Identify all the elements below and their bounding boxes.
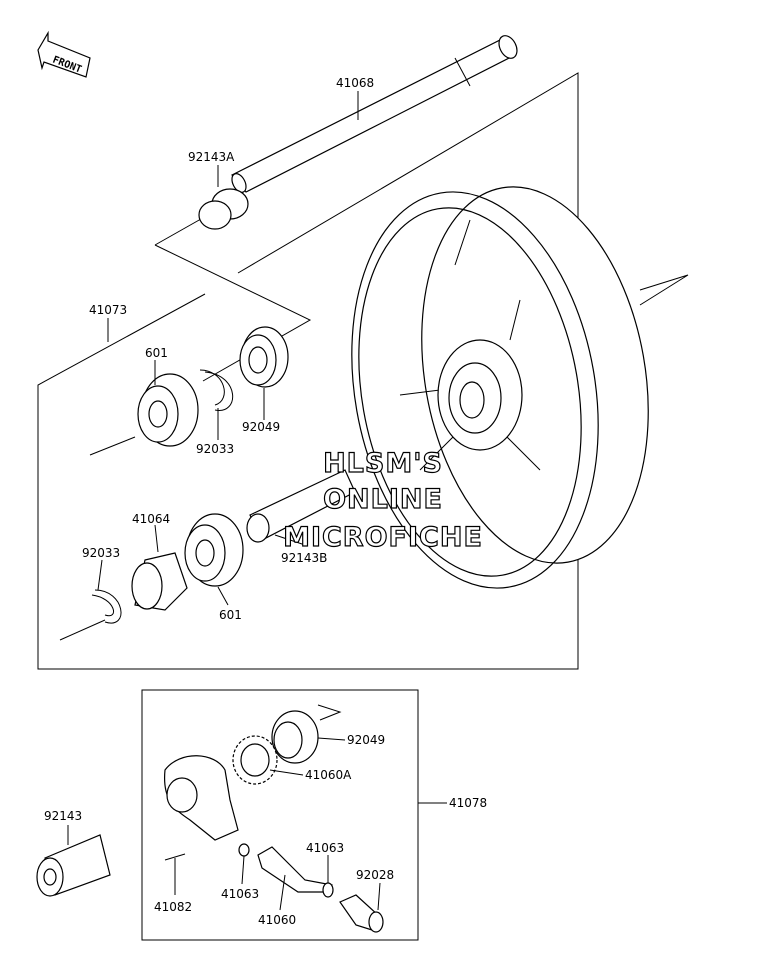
wheel-rim-part	[351, 186, 649, 589]
axle-part	[231, 35, 518, 193]
circlip-right-part	[91, 589, 122, 624]
wheel-assembly-outline	[37, 72, 689, 670]
circlip-left-part	[199, 369, 234, 411]
label-speedometer-gearbox: 41078	[449, 796, 487, 810]
label-bearing-left: 601	[145, 346, 168, 360]
spacer-collar-part	[36, 834, 111, 897]
washer-lower-part	[238, 843, 250, 857]
label-bushing: 92028	[356, 868, 394, 882]
label-speedometer-gear: 41060A	[305, 768, 352, 782]
label-circlip-left: 92033	[196, 442, 234, 456]
hub-collar-part	[131, 552, 188, 611]
label-pinion: 41060	[258, 913, 296, 927]
leader-lines	[67, 91, 447, 911]
label-bearing-right: 601	[219, 608, 242, 622]
axle-collar-left-part	[198, 188, 249, 230]
oil-seal-left-part	[239, 326, 289, 388]
axle-collar-center-part	[246, 469, 356, 543]
label-washer-upper: 41063	[306, 841, 344, 855]
speedometer-gear-part	[232, 735, 278, 785]
watermark-line-1: HLSM'S	[323, 448, 443, 479]
watermark-line-2: ONLINE	[323, 484, 443, 515]
label-hub-assembly: 41073	[89, 303, 127, 317]
label-hub-collar: 41064	[132, 512, 170, 526]
pin-part	[164, 853, 186, 861]
watermark: HLSM'S ONLINE MICROFICHE	[282, 447, 483, 553]
label-pin: 41082	[154, 900, 192, 914]
gearbox-housing-part	[163, 755, 239, 841]
watermark-line-3: MICROFICHE	[283, 522, 483, 553]
front-direction-arrow-icon: FRONT	[37, 30, 91, 78]
bearing-right-part	[184, 513, 244, 587]
label-axle: 41068	[336, 76, 374, 90]
label-spacer-collar: 92143	[44, 809, 82, 823]
label-washer-lower: 41063	[221, 887, 259, 901]
label-circlip-right: 92033	[82, 546, 120, 560]
label-oil-seal-left: 92049	[242, 420, 280, 434]
washer-upper-part	[322, 882, 334, 898]
label-axle-collar-left: 92143A	[188, 150, 235, 164]
part-labels: 41068 92143A 41073 601 92033 92049 41064…	[44, 76, 487, 927]
oil-seal-gear-part	[271, 710, 319, 764]
label-oil-seal-gear: 92049	[347, 733, 385, 747]
label-axle-collar-center: 92143B	[281, 551, 327, 565]
bushing-part	[339, 894, 384, 933]
speedometer-gearbox-outline	[141, 689, 419, 941]
bearing-left-part	[137, 373, 199, 447]
